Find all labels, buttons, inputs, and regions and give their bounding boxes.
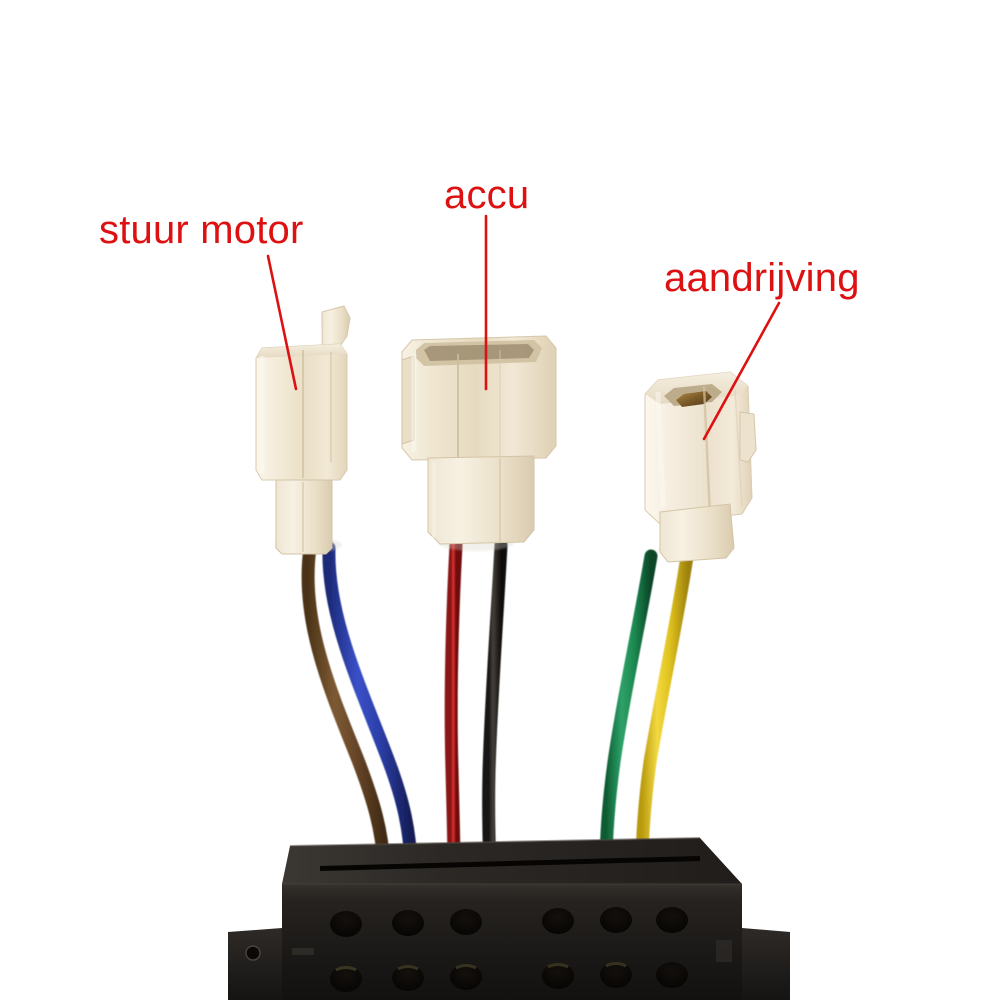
housing-hole-row-bottom (330, 962, 688, 992)
connector-body (401, 335, 557, 461)
wire-entry-slot (320, 856, 700, 871)
wire-bundle (301, 538, 695, 875)
connector-body (255, 343, 348, 481)
green-wire (599, 549, 658, 875)
housing-hole-row-top (330, 907, 688, 937)
connector-neck (275, 479, 333, 555)
annotation-leader-lines (266, 214, 781, 441)
connector-stuur-motor (255, 305, 351, 555)
connector-aandrijving (644, 371, 757, 563)
annotation-label-accu: accu (444, 173, 530, 217)
leader-line-stuur-motor (266, 254, 298, 391)
black-connector-block (228, 837, 790, 1000)
connector-accu (401, 335, 557, 551)
yellow-wire (635, 543, 695, 875)
connector-lower-body (427, 455, 535, 545)
annotation-label-stuur-motor: stuur motor (99, 208, 304, 252)
annotation-label-aandrijving: aandrijving (664, 256, 860, 300)
red-wire (444, 538, 463, 875)
mount-ear-right (742, 928, 790, 1000)
brass-terminal (676, 391, 712, 407)
brown-wire (301, 541, 391, 873)
leader-line-aandrijving (702, 301, 781, 441)
blue-wire (322, 541, 418, 873)
mount-ear-left (228, 928, 282, 1000)
latch-tab (739, 411, 757, 463)
connector-neck (659, 503, 735, 563)
black-wire (482, 538, 508, 875)
